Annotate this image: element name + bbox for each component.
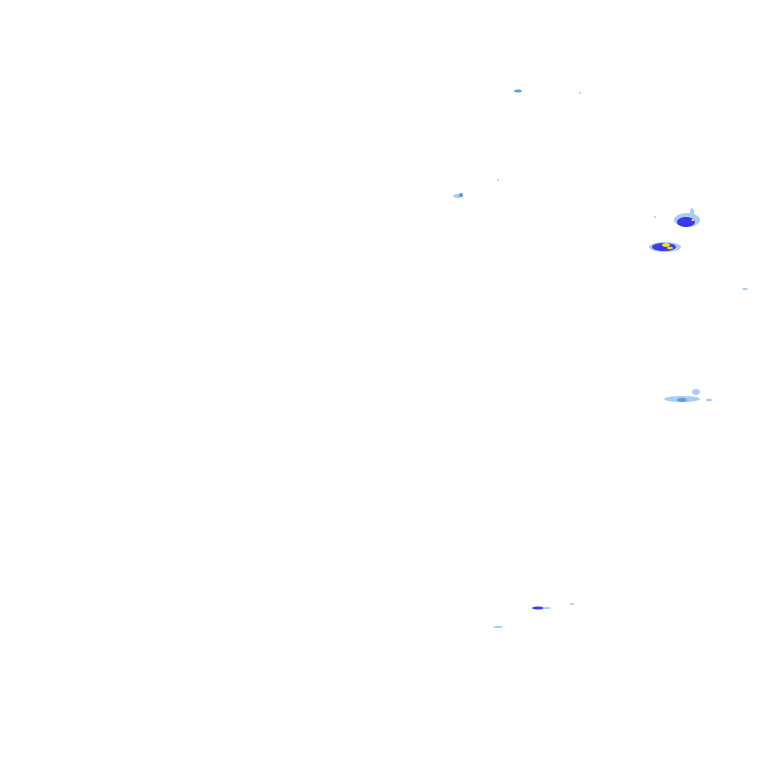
precipitation-echo (570, 603, 574, 605)
precipitation-echo (662, 243, 670, 247)
precipitation-echo (690, 208, 694, 216)
precipitation-echo (691, 219, 695, 221)
echo-north (514, 89, 581, 94)
precipitation-echo (677, 398, 687, 402)
echo-cell-lower (649, 242, 681, 252)
precipitation-echo (677, 217, 695, 227)
precipitation-echo (692, 389, 700, 395)
echo-south (493, 603, 574, 628)
precipitation-echo (497, 179, 499, 181)
echo-cell-upper (654, 208, 700, 227)
echo-southeast (664, 389, 712, 402)
echo-east (742, 288, 748, 290)
precipitation-echo (654, 216, 656, 218)
precipitation-echo (514, 89, 522, 93)
precipitation-echo (667, 246, 673, 250)
precipitation-echo (543, 607, 551, 609)
precipitation-echo (579, 92, 581, 94)
precipitation-echo (459, 193, 463, 197)
precipitation-echo (493, 626, 503, 628)
precipitation-echo (706, 398, 712, 402)
precipitation-echo (742, 288, 748, 290)
echo-northwest (453, 179, 499, 198)
precipitation-echo (532, 606, 544, 610)
